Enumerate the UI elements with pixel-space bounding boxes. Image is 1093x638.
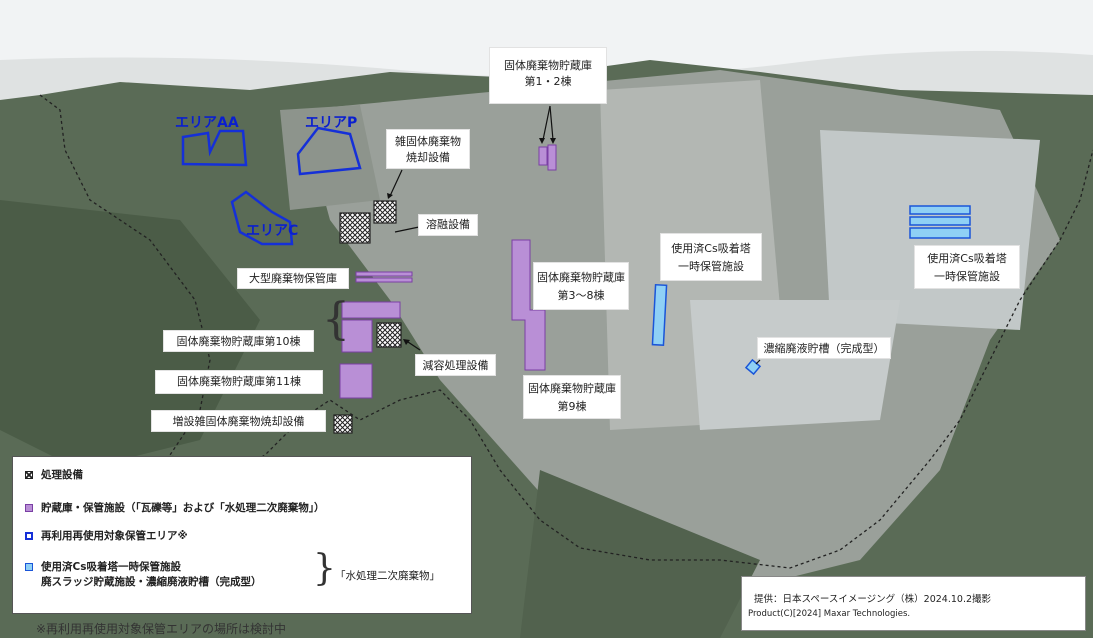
label-large-waste: 大型廃棄物保管庫 <box>237 268 349 289</box>
leader-line-solid-12-b <box>549 105 554 141</box>
leader-line-concentrated-tank <box>755 359 761 365</box>
legend-storage-text: 貯蔵庫・保管施設（「瓦礫等」および「水処理二次廃棄物」） <box>41 502 325 514</box>
legend-row-reuse: 再利用再使用対象保管エリア※ <box>25 528 188 543</box>
large-waste-strip-1 <box>355 271 413 277</box>
misc-incinerator-block-a <box>339 212 371 244</box>
cs-tower-storage-center <box>651 283 668 347</box>
solid-waste-2-building <box>547 144 557 171</box>
cs-tower-storage-right-2 <box>909 216 971 226</box>
leader-line-solid-12-a <box>542 105 551 141</box>
legend-treatment-text: 処理設備 <box>41 469 83 481</box>
label-cs-tower-right-line1: 使用済Cs吸着塔 <box>927 252 1007 265</box>
label-cs-tower-center-line1: 使用済Cs吸着塔 <box>671 242 751 255</box>
arrowhead-solid-12-a <box>539 138 545 144</box>
misc-incinerator-block-b <box>373 200 397 224</box>
leader-line-volume-reduction <box>407 341 421 351</box>
footnote: ※再利用再使用対象保管エリアの場所は検討中 <box>36 622 287 636</box>
legend-lightblue-swatch <box>25 563 33 571</box>
legend-row-cs: 使用済Cs吸着塔一時保管施設 <box>25 559 181 574</box>
label-misc-incinerator-line1: 雑固体廃棄物 <box>395 135 461 148</box>
label-solid-waste-1-2-line2: 第1・2棟 <box>524 75 572 88</box>
label-melting: 溶融設備 <box>418 214 478 236</box>
solid-waste-11-building <box>339 363 373 399</box>
bracket-solid-waste-10: { <box>322 294 350 345</box>
west-yard <box>280 105 380 210</box>
label-cs-tower-center: 使用済Cs吸着塔 一時保管施設 <box>660 233 762 281</box>
legend-row-sludge: 廃スラッジ貯蔵施設・濃縮廃液貯槽（完成型） <box>41 574 262 589</box>
label-solid-waste-9: 固体廃棄物貯蔵庫 第9棟 <box>523 375 621 419</box>
label-solid-waste-1-2-line1: 固体廃棄物貯蔵庫 <box>504 59 592 72</box>
label-solid-waste-3-8: 固体廃棄物貯蔵庫 第3〜8棟 <box>533 262 629 310</box>
label-misc-incinerator-line2: 焼却設備 <box>406 151 450 164</box>
legend-cs-text-2: 廃スラッジ貯蔵施設・濃縮廃液貯槽（完成型） <box>41 576 262 588</box>
volume-reduction-block <box>376 322 402 348</box>
legend-purple-swatch <box>25 504 33 512</box>
forest-west <box>0 200 260 470</box>
arrowhead-volume-reduction <box>403 339 410 345</box>
leader-line-incinerator <box>389 169 403 197</box>
arrowhead-incinerator <box>387 193 393 199</box>
credit-line-1: 提供：日本スペースイメージング（株）2024.10.2撮影 <box>754 594 992 605</box>
solid-waste-10-building-a <box>341 301 401 319</box>
label-cs-tower-right: 使用済Cs吸着塔 一時保管施設 <box>914 245 1020 289</box>
site-boundary-line <box>39 94 1093 569</box>
additional-incinerator-block <box>333 414 353 434</box>
image-credit-box: 提供：日本スペースイメージング（株）2024.10.2撮影 Product(C)… <box>741 576 1086 631</box>
area-c-label: エリアC <box>246 223 299 239</box>
cs-tower-storage-right-3 <box>909 227 971 239</box>
label-solid-waste-3-8-line1: 固体廃棄物貯蔵庫 <box>537 271 625 284</box>
legend-cs-text-1: 使用済Cs吸着塔一時保管施設 <box>41 561 181 573</box>
legend-row-treatment: 処理設備 <box>25 467 83 482</box>
label-solid-waste-9-line2: 第9棟 <box>557 400 587 413</box>
label-solid-waste-3-8-line2: 第3〜8棟 <box>557 289 605 302</box>
area-c-outline <box>230 190 294 246</box>
label-concentrated-tank: 濃縮廃液貯槽（完成型） <box>757 337 891 359</box>
solid-waste-10-building-b <box>341 319 373 353</box>
area-p-outline <box>296 126 362 176</box>
solid-waste-1-building <box>538 146 548 166</box>
large-waste-strip-2 <box>355 277 413 283</box>
legend-box: 処理設備 貯蔵庫・保管施設（「瓦礫等」および「水処理二次廃棄物」） 再利用再使用… <box>12 456 472 614</box>
label-misc-incinerator: 雑固体廃棄物 焼却設備 <box>386 129 470 169</box>
cs-tower-storage-right-1 <box>909 205 971 215</box>
area-aa-outline <box>181 129 248 167</box>
area-p-label: エリアP <box>305 115 358 131</box>
label-solid-waste-10: 固体廃棄物貯蔵庫第10棟 <box>163 330 314 352</box>
label-solid-waste-11: 固体廃棄物貯蔵庫第11棟 <box>155 370 323 394</box>
arrowhead-solid-12-b <box>550 138 556 144</box>
label-cs-tower-right-line2: 一時保管施設 <box>934 270 1000 283</box>
forest-south <box>520 470 760 638</box>
legend-bracket: } <box>313 548 336 589</box>
label-solid-waste-1-2: 固体廃棄物貯蔵庫 第1・2棟 <box>489 47 607 104</box>
legend-blue-outline-swatch <box>25 532 33 540</box>
credit-line-2: Product(C)[2024] Maxar Technologies. <box>748 609 911 619</box>
legend-water-secondary: 「水処理二次廃棄物」 <box>335 570 440 582</box>
area-aa-label: エリアAA <box>175 115 239 131</box>
tank-area-south <box>690 300 900 430</box>
label-cs-tower-center-line2: 一時保管施設 <box>678 260 744 273</box>
label-solid-waste-9-line1: 固体廃棄物貯蔵庫 <box>528 382 616 395</box>
legend-hatched-swatch <box>25 471 33 479</box>
label-additional-incinerator: 増設雑固体廃棄物焼却設備 <box>151 410 326 432</box>
leader-line-melting <box>394 226 420 233</box>
solid-waste-3-8-building <box>511 239 546 371</box>
label-volume-reduction: 減容処理設備 <box>415 354 496 376</box>
legend-reuse-text: 再利用再使用対象保管エリア※ <box>41 530 188 542</box>
legend-row-storage: 貯蔵庫・保管施設（「瓦礫等」および「水処理二次廃棄物」） <box>25 500 325 515</box>
